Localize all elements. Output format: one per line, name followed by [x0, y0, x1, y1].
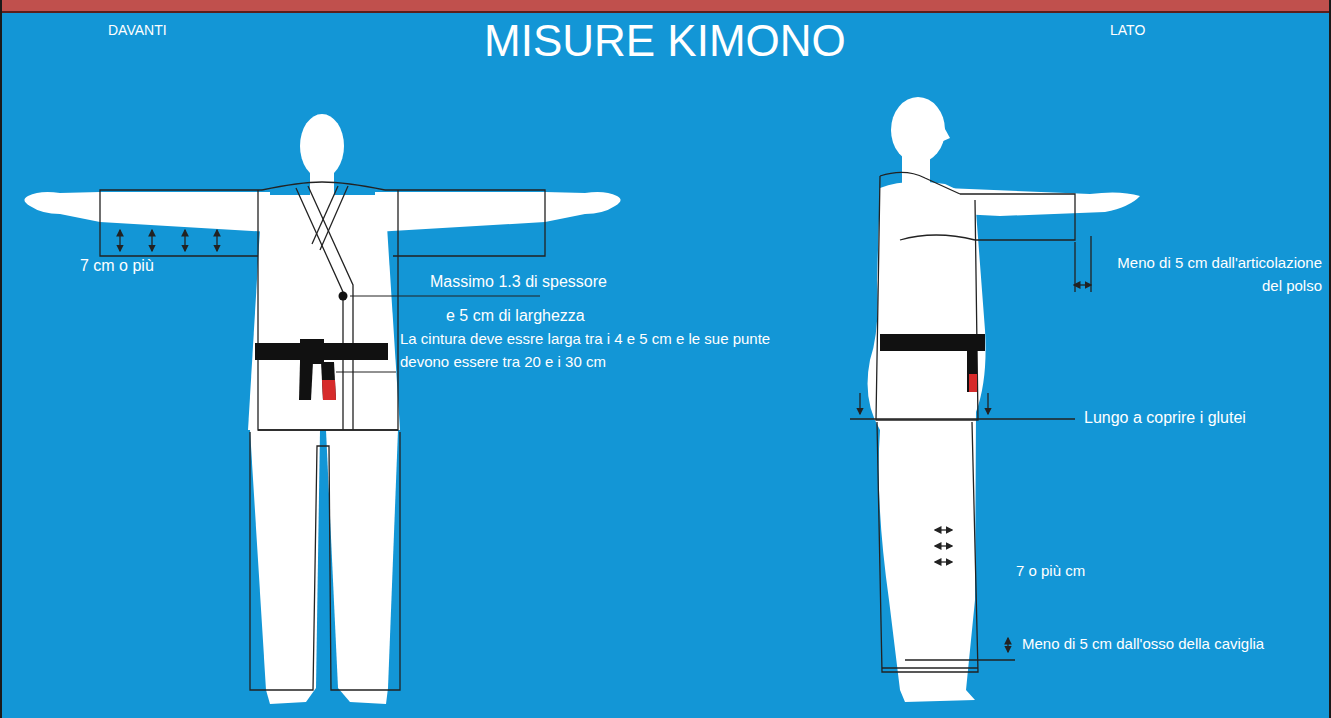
top-band — [0, 0, 1331, 12]
annotation-label: DAVANTI — [108, 20, 167, 41]
annotation-label: Lungo a coprire i glutei — [1084, 406, 1246, 430]
diagram-title: MISURE KIMONO — [484, 8, 846, 74]
annotation-label: Massimo 1.3 di spessore — [430, 270, 607, 294]
side-kimono — [876, 172, 1075, 672]
annotation-label: e 5 cm di larghezza — [446, 304, 585, 328]
annotation-label: 7 cm o più — [80, 254, 154, 278]
annotation-label: 7 o più cm — [1016, 560, 1085, 583]
sleeve-arrows — [120, 230, 217, 251]
leader-line — [336, 372, 396, 373]
side-figure — [868, 97, 1140, 702]
annotation-label: Meno di 5 cm dall'articolazione del pols… — [1100, 252, 1322, 297]
side-arrows — [850, 236, 1091, 660]
annotation-label: Meno di 5 cm dall'osso della caviglia — [1022, 633, 1264, 656]
thickness-dot — [339, 292, 348, 301]
annotation-label: La cintura deve essre larga tra i 4 e 5 … — [400, 328, 800, 373]
leader-line — [350, 296, 540, 297]
annotation-label: LATO — [1110, 20, 1145, 41]
front-kimono — [100, 182, 545, 690]
front-figure — [24, 114, 620, 704]
